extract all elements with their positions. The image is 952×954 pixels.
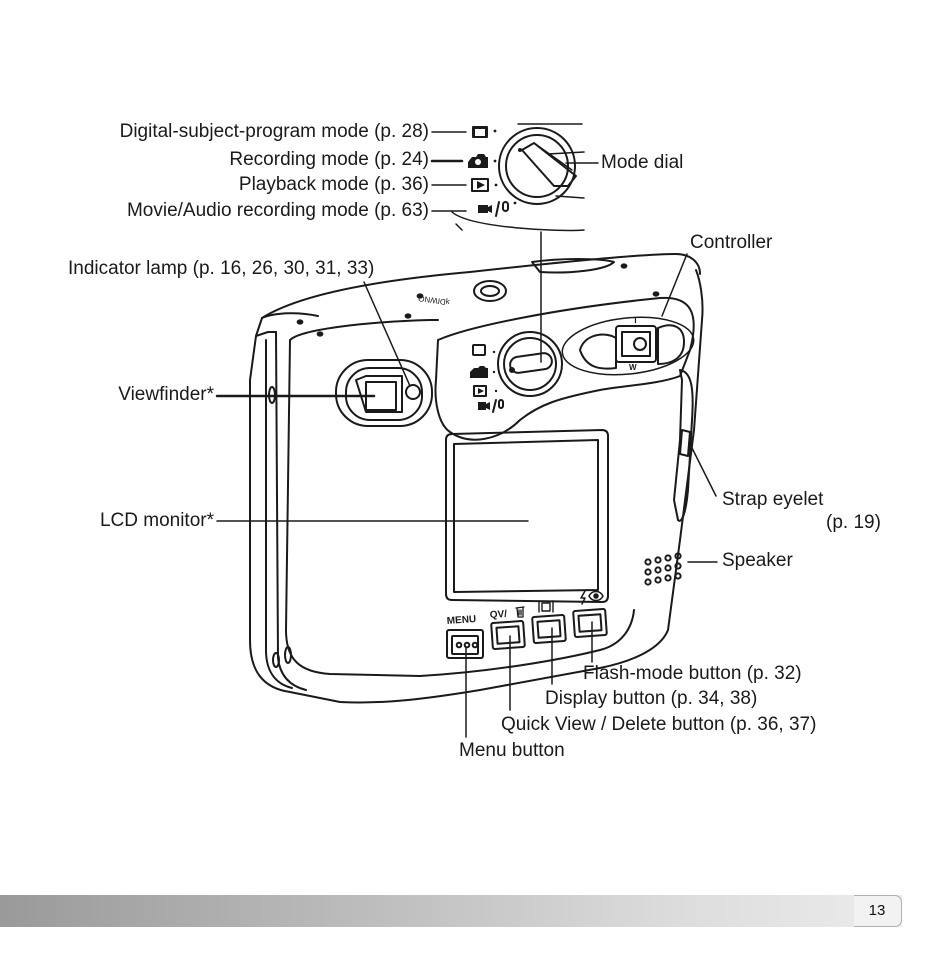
playback-icon-large bbox=[471, 178, 489, 192]
menu-button: MENU bbox=[446, 614, 484, 659]
page-number-tab bbox=[854, 895, 902, 927]
label-menu-button: Menu button bbox=[459, 740, 565, 761]
movie-mic-icon-large bbox=[478, 205, 492, 213]
quick-view-delete-button: QV/ bbox=[489, 606, 526, 650]
label-lcd-monitor: LCD monitor* bbox=[99, 510, 214, 531]
top-plate-text: ʞDIWNO bbox=[418, 294, 451, 307]
flash-mode-button bbox=[572, 590, 608, 638]
flash-icon bbox=[580, 590, 586, 605]
mode-dial-on-camera bbox=[470, 331, 563, 413]
controller: T W bbox=[579, 316, 685, 372]
zoom-wide-label: W bbox=[629, 363, 637, 372]
controller-highlight-ellipse bbox=[561, 316, 695, 376]
mode-dial-inset bbox=[451, 123, 585, 232]
footer-bar bbox=[0, 895, 902, 927]
menu-marking: MENU bbox=[446, 614, 476, 627]
label-viewfinder: Viewfinder* bbox=[118, 384, 214, 405]
label-playback-mode: Playback mode (p. 36) bbox=[238, 174, 429, 195]
label-strap-eyelet: Strap eyelet bbox=[722, 489, 824, 510]
label-recording-mode: Recording mode (p. 24) bbox=[229, 149, 429, 170]
indicator-lamp bbox=[405, 384, 421, 400]
label-indicator-lamp: Indicator lamp (p. 16, 26, 30, 31, 33) bbox=[68, 258, 375, 279]
red-eye-icon bbox=[588, 590, 604, 602]
movie-mic-icon bbox=[478, 402, 490, 410]
strap-eyelet bbox=[673, 369, 694, 522]
display-icon bbox=[538, 600, 554, 613]
label-flash-mode-button: Flash-mode button (p. 32) bbox=[583, 663, 802, 684]
camera-body: ʞDIWNO bbox=[249, 253, 704, 704]
playback-icon bbox=[473, 385, 487, 397]
control-panel bbox=[434, 296, 695, 441]
lcd-monitor bbox=[445, 429, 609, 603]
label-digital-subject-program-mode: Digital-subject-program mode (p. 28) bbox=[119, 121, 429, 142]
label-display-button: Display button (p. 34, 38) bbox=[545, 688, 758, 709]
leader-lines bbox=[215, 131, 718, 738]
camera-icon bbox=[470, 366, 488, 378]
viewfinder bbox=[335, 359, 433, 427]
label-strap-eyelet-page: (p. 19) bbox=[826, 512, 881, 533]
page-number: 13 bbox=[868, 902, 886, 919]
label-quick-view-delete-button: Quick View / Delete button (p. 36, 37) bbox=[501, 714, 817, 735]
speaker bbox=[644, 552, 682, 586]
label-speaker: Speaker bbox=[722, 550, 793, 571]
trash-icon bbox=[515, 606, 525, 618]
label-movie-audio-recording-mode: Movie/Audio recording mode (p. 63) bbox=[126, 200, 429, 221]
qv-marking: QV/ bbox=[489, 609, 507, 621]
zoom-tele-label: T bbox=[633, 316, 638, 325]
display-button bbox=[531, 600, 567, 644]
label-mode-dial: Mode dial bbox=[601, 152, 684, 173]
scene-mode-icon bbox=[472, 344, 486, 356]
label-controller: Controller bbox=[690, 232, 773, 253]
